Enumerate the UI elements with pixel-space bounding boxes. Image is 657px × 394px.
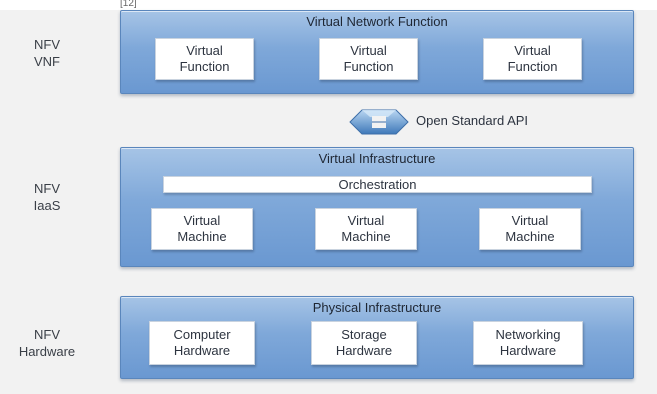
top-cropped-strip: [12] xyxy=(0,0,657,10)
nfv-vnf-side-label-line1: NFV xyxy=(34,37,60,52)
storage-hardware-label-line2: Hardware xyxy=(335,343,393,358)
nfv-hardware-side-label-line2: Hardware xyxy=(18,344,76,359)
virtual-machine-label-line1: Virtual xyxy=(511,213,549,228)
computer-hardware-label-line2: Hardware xyxy=(173,343,231,358)
cropped-reference-text: [12] xyxy=(120,0,137,9)
hardware-layer-title: Physical Infrastructure xyxy=(312,300,442,315)
virtual-function-box: Virtual Function xyxy=(155,38,254,80)
orchestration-label: Orchestration xyxy=(338,177,417,192)
iaas-layer: Virtual Infrastructure Orchestration Vir… xyxy=(120,147,634,267)
networking-hardware-box: Networking Hardware xyxy=(473,321,583,365)
orchestration-bar: Orchestration xyxy=(163,176,592,193)
virtual-function-box: Virtual Function xyxy=(483,38,582,80)
storage-hardware-box: Storage Hardware xyxy=(311,321,417,365)
virtual-function-label-line2: Function xyxy=(179,59,230,74)
open-standard-api-label: Open Standard API xyxy=(416,113,529,128)
nfv-iaas-side-label: NFV IaaS xyxy=(14,180,80,214)
virtual-machine-label-line1: Virtual xyxy=(183,213,221,228)
virtual-function-label-line2: Function xyxy=(343,59,394,74)
virtual-machine-box: Virtual Machine xyxy=(151,208,253,250)
nfv-hardware-side-label-line1: NFV xyxy=(34,327,60,342)
hardware-layer: Physical Infrastructure Computer Hardwar… xyxy=(120,296,634,379)
virtual-machine-label-line2: Machine xyxy=(341,229,391,244)
virtual-function-label-line1: Virtual xyxy=(350,43,387,58)
virtual-machine-box: Virtual Machine xyxy=(479,208,581,250)
vnf-layer: Virtual Network Function Virtual Functio… xyxy=(120,10,634,94)
nfv-hardware-side-label: NFV Hardware xyxy=(14,326,80,360)
nfv-iaas-side-label-line1: NFV xyxy=(34,181,60,196)
virtual-function-label-line1: Virtual xyxy=(514,43,551,58)
virtual-function-label-line2: Function xyxy=(507,59,558,74)
virtual-machine-box: Virtual Machine xyxy=(315,208,417,250)
virtual-function-box: Virtual Function xyxy=(319,38,418,80)
nfv-iaas-side-label-line2: IaaS xyxy=(33,198,61,213)
virtual-machine-label-line2: Machine xyxy=(177,229,227,244)
networking-hardware-label-line1: Networking xyxy=(495,327,561,342)
computer-hardware-label-line1: Computer xyxy=(173,327,231,342)
api-connector-icon xyxy=(349,109,409,135)
nfv-vnf-side-label: NFV VNF xyxy=(14,36,80,70)
virtual-machine-label-line1: Virtual xyxy=(347,213,385,228)
nfv-vnf-side-label-line2: VNF xyxy=(34,54,60,69)
iaas-layer-title: Virtual Infrastructure xyxy=(318,151,436,166)
computer-hardware-box: Computer Hardware xyxy=(149,321,255,365)
vnf-layer-title: Virtual Network Function xyxy=(306,14,448,29)
virtual-machine-label-line2: Machine xyxy=(505,229,555,244)
storage-hardware-label-line1: Storage xyxy=(341,327,387,342)
virtual-function-label-line1: Virtual xyxy=(186,43,223,58)
networking-hardware-label-line2: Hardware xyxy=(499,343,557,358)
